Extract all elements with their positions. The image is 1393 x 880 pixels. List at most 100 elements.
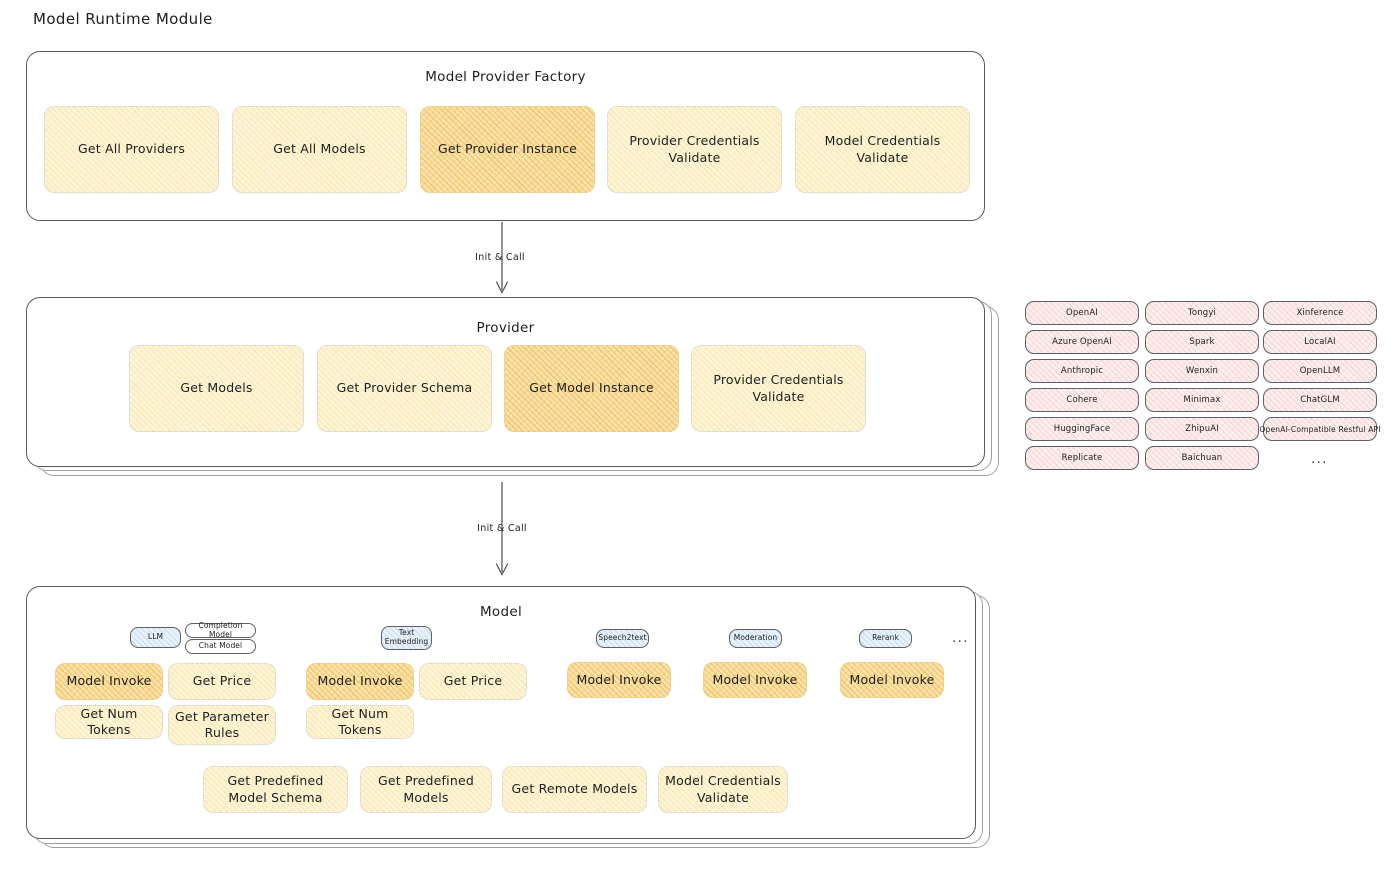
provider-list-ellipsis: ... <box>1311 452 1328 467</box>
chip-label: Minimax <box>1183 395 1221 405</box>
provider-chip-openllm[interactable]: OpenLLM <box>1263 359 1377 383</box>
provider-node-provider-credentials-validate[interactable]: Provider Credentials Validate <box>691 345 866 432</box>
provider-chip-xinference[interactable]: Xinference <box>1263 301 1377 325</box>
badge-label: Moderation <box>733 633 778 643</box>
provider-title: Provider <box>476 320 535 336</box>
provider-chip-cohere[interactable]: Cohere <box>1025 388 1139 412</box>
node-label: Get Num Tokens <box>331 705 389 738</box>
page-title: Model Runtime Module <box>33 10 213 28</box>
node-label: Get Parameter Rules <box>175 708 269 741</box>
chip-label: ChatGLM <box>1300 395 1340 405</box>
model-llm-node-model-invoke[interactable]: Model Invoke <box>55 663 163 700</box>
model-badge-llm[interactable]: LLM <box>130 627 181 648</box>
model-badge-text-embedding[interactable]: Text Embedding <box>381 626 432 650</box>
provider-chip-localai[interactable]: LocalAI <box>1263 330 1377 354</box>
model-provider-factory-title: Model Provider Factory <box>425 69 586 85</box>
model-common-node-get-predefined-model-schema[interactable]: Get Predefined Model Schema <box>203 766 348 813</box>
model-llm-node-get-price[interactable]: Get Price <box>168 663 276 700</box>
node-label: Provider Credentials Validate <box>713 372 844 404</box>
model-common-node-get-predefined-models[interactable]: Get Predefined Models <box>360 766 492 813</box>
node-label: Get Provider Instance <box>437 141 578 157</box>
chip-label: Replicate <box>1061 453 1103 463</box>
provider-chip-tongyi[interactable]: Tongyi <box>1145 301 1259 325</box>
model-sub-badge-completion-model[interactable]: Completion Model <box>185 620 256 639</box>
badge-label: Completion Model <box>198 620 243 639</box>
node-label: Model Invoke <box>712 671 798 687</box>
model-llm-node-get-num-tokens[interactable]: Get Num Tokens <box>55 705 163 739</box>
chip-label: Baichuan <box>1181 453 1223 463</box>
model-speech2text-node-model-invoke[interactable]: Model Invoke <box>567 662 671 698</box>
model-text-embedding-node-get-num-tokens[interactable]: Get Num Tokens <box>306 705 414 739</box>
node-label: Model Credentials Validate <box>824 133 941 165</box>
chip-label: ZhipuAI <box>1185 424 1219 434</box>
model-common-node-model-credentials-validate[interactable]: Model Credentials Validate <box>658 766 788 813</box>
chip-label: Anthropic <box>1060 366 1104 376</box>
factory-node-model-credentials-validate[interactable]: Model Credentials Validate <box>795 106 970 193</box>
badge-label: Rerank <box>872 633 899 643</box>
node-label: Model Invoke <box>849 671 935 687</box>
node-label: Get All Models <box>273 141 366 157</box>
chip-label: Xinference <box>1296 308 1344 318</box>
node-label: Model Invoke <box>576 671 662 687</box>
node-label: Model Credentials Validate <box>665 773 781 805</box>
chip-label: LocalAI <box>1304 337 1336 347</box>
model-rerank-node-model-invoke[interactable]: Model Invoke <box>840 662 944 698</box>
arrow-factory-to-provider <box>495 222 509 294</box>
factory-node-get-all-providers[interactable]: Get All Providers <box>44 106 219 193</box>
chip-label: Spark <box>1189 337 1215 347</box>
chip-label: HuggingFace <box>1053 424 1111 434</box>
badge-label: Speech2text <box>598 633 647 643</box>
node-label: Get Num Tokens <box>80 705 138 738</box>
provider-chip-azure-openai[interactable]: Azure OpenAI <box>1025 330 1139 354</box>
provider-chip-huggingface[interactable]: HuggingFace <box>1025 417 1139 441</box>
model-text-embedding-node-model-invoke[interactable]: Model Invoke <box>306 663 414 700</box>
chip-label: OpenLLM <box>1299 366 1341 376</box>
chip-label: OpenAI-Compatible Restful API <box>1259 424 1381 434</box>
provider-chip-baichuan[interactable]: Baichuan <box>1145 446 1259 470</box>
model-sub-badge-chat-model[interactable]: Chat Model <box>185 639 256 654</box>
provider-chip-openai-compatible-restful-api[interactable]: OpenAI-Compatible Restful API <box>1259 417 1381 441</box>
provider-chip-chatglm[interactable]: ChatGLM <box>1263 388 1377 412</box>
provider-chip-openai[interactable]: OpenAI <box>1025 301 1139 325</box>
arrow-provider-to-model <box>495 482 509 576</box>
node-label: Get Predefined Model Schema <box>227 773 324 805</box>
model-moderation-node-model-invoke[interactable]: Model Invoke <box>703 662 807 698</box>
provider-chip-anthropic[interactable]: Anthropic <box>1025 359 1139 383</box>
arrow-label-init-and-call-2: Init & Call <box>477 523 527 534</box>
provider-node-get-model-instance[interactable]: Get Model Instance <box>504 345 679 432</box>
model-badge-rerank[interactable]: Rerank <box>859 629 912 648</box>
provider-chip-minimax[interactable]: Minimax <box>1145 388 1259 412</box>
chip-label: Azure OpenAI <box>1052 337 1112 347</box>
node-label: Get Remote Models <box>511 781 638 797</box>
model-groups-ellipsis: ... <box>952 631 969 646</box>
provider-chip-spark[interactable]: Spark <box>1145 330 1259 354</box>
node-label: Get Provider Schema <box>336 380 473 396</box>
provider-node-get-provider-schema[interactable]: Get Provider Schema <box>317 345 492 432</box>
provider-chip-zhipuai[interactable]: ZhipuAI <box>1145 417 1259 441</box>
node-label: Model Invoke <box>317 673 403 689</box>
factory-node-provider-credentials-validate[interactable]: Provider Credentials Validate <box>607 106 782 193</box>
model-badge-moderation[interactable]: Moderation <box>729 629 782 648</box>
model-llm-node-get-parameter-rules[interactable]: Get Parameter Rules <box>168 705 276 745</box>
chip-label: Cohere <box>1066 395 1098 405</box>
node-label: Model Invoke <box>66 673 152 689</box>
model-badge-speech2text[interactable]: Speech2text <box>596 629 649 648</box>
badge-label: LLM <box>147 632 164 642</box>
provider-chip-wenxin[interactable]: Wenxin <box>1145 359 1259 383</box>
provider-node-get-models[interactable]: Get Models <box>129 345 304 432</box>
factory-node-get-all-models[interactable]: Get All Models <box>232 106 407 193</box>
factory-node-get-provider-instance[interactable]: Get Provider Instance <box>420 106 595 193</box>
node-label: Get Predefined Models <box>378 773 474 805</box>
node-label: Get Models <box>180 380 253 396</box>
model-title: Model <box>479 604 523 620</box>
chip-label: Tongyi <box>1187 308 1217 318</box>
badge-label: Text Embedding <box>384 628 429 646</box>
model-text-embedding-node-get-price[interactable]: Get Price <box>419 663 527 700</box>
node-label: Get Price <box>443 673 503 689</box>
provider-chip-replicate[interactable]: Replicate <box>1025 446 1139 470</box>
node-label: Get Price <box>192 673 252 689</box>
badge-label: Chat Model <box>198 641 243 651</box>
model-common-node-get-remote-models[interactable]: Get Remote Models <box>502 766 647 813</box>
node-label: Get Model Instance <box>529 380 654 396</box>
node-label: Provider Credentials Validate <box>629 133 760 165</box>
